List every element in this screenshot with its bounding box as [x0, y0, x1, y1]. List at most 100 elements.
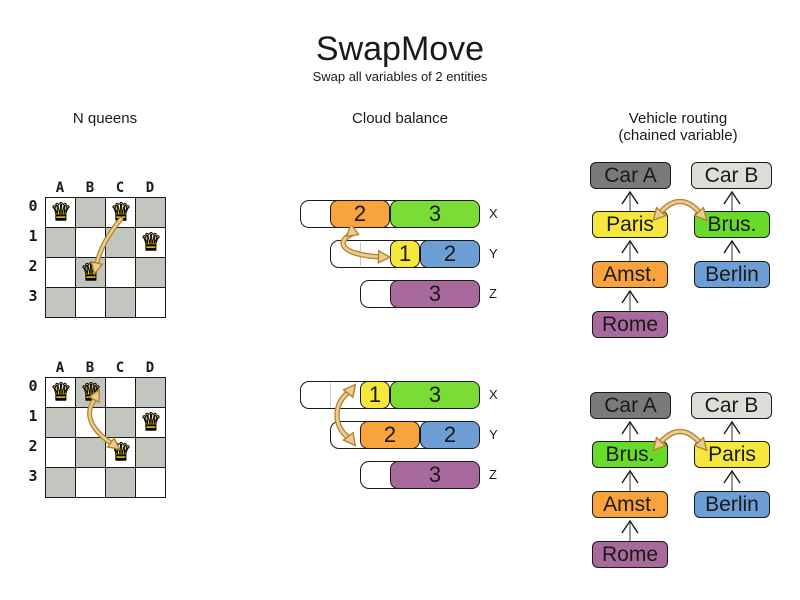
column-label: D — [145, 360, 155, 376]
process-block: 2 — [330, 200, 390, 228]
vehicle-box: Car A — [590, 162, 671, 189]
visit-box: Paris — [592, 211, 668, 238]
board-cell — [106, 288, 135, 317]
column-label: B — [85, 180, 95, 196]
board-cell — [136, 438, 165, 467]
board-cell — [106, 258, 135, 287]
board-cell — [136, 258, 165, 287]
swap-arrow-icon — [334, 383, 357, 447]
board-cell — [136, 228, 165, 257]
chain-arrow-icon — [723, 239, 741, 261]
row-label: 0 — [28, 377, 38, 395]
computer-label: Z — [489, 286, 497, 301]
column-label: B — [85, 360, 95, 376]
board-cell — [46, 408, 75, 437]
visit-box: Amst. — [592, 491, 668, 518]
visit-box: Brus. — [592, 441, 668, 468]
row-label: 0 — [28, 197, 38, 215]
row-label: 3 — [28, 287, 38, 305]
queen-icon: ♛ — [140, 229, 163, 257]
page-subtitle: Swap all variables of 2 entities — [312, 69, 488, 84]
visit-box: Paris — [694, 441, 770, 468]
process-block: 2 — [420, 421, 480, 449]
queen-icon: ♛ — [50, 199, 73, 227]
board-cell — [46, 468, 75, 497]
visit-box: Brus. — [694, 211, 770, 238]
board-cell — [76, 468, 105, 497]
board-cell — [46, 378, 75, 407]
visit-box: Berlin — [694, 261, 770, 288]
board-cell — [76, 258, 105, 287]
computer-label: Y — [489, 246, 498, 261]
chain-arrow-icon — [621, 289, 639, 311]
column-label: C — [115, 180, 125, 196]
chain-arrow-icon — [723, 190, 741, 211]
process-block: 1 — [390, 240, 420, 268]
board-cell — [46, 288, 75, 317]
board-cell — [136, 378, 165, 407]
row-label: 1 — [28, 227, 38, 245]
vehicle-box: Car A — [590, 392, 671, 419]
board-cell — [106, 468, 135, 497]
process-block: 3 — [390, 280, 480, 308]
board-cell — [136, 468, 165, 497]
board-cell — [106, 408, 135, 437]
column-label: A — [55, 180, 65, 196]
swap-arrow-icon — [652, 428, 708, 452]
chain-arrow-icon — [723, 469, 741, 491]
process-block: 3 — [390, 381, 480, 409]
vehicle-header: Vehicle routing (chained variable) — [578, 110, 778, 144]
computer-label: X — [489, 206, 498, 221]
row-label: 2 — [28, 437, 38, 455]
chain-arrow-icon — [621, 519, 639, 541]
process-block: 3 — [390, 461, 480, 489]
visit-box: Berlin — [694, 491, 770, 518]
nqueens-board-before — [45, 197, 166, 318]
board-cell — [106, 378, 135, 407]
chain-arrow-icon — [621, 190, 639, 211]
capacity-divider — [330, 383, 331, 407]
nqueens-header: N queens — [72, 110, 138, 127]
swap-arrow-icon — [340, 226, 392, 264]
board-cell — [136, 198, 165, 227]
queen-icon: ♛ — [140, 409, 163, 437]
vehicle-header-line2: (chained variable) — [618, 127, 738, 144]
board-cell — [76, 438, 105, 467]
page-title: SwapMove — [315, 30, 485, 68]
computer-label: Z — [489, 467, 497, 482]
process-block: 2 — [420, 240, 480, 268]
row-label: 1 — [28, 407, 38, 425]
process-block: 1 — [360, 381, 390, 409]
visit-box: Rome — [592, 541, 668, 568]
computer-label: Y — [489, 427, 498, 442]
chain-arrow-icon — [621, 420, 639, 441]
column-label: C — [115, 360, 125, 376]
computer-label: X — [489, 387, 498, 402]
board-cell — [136, 288, 165, 317]
swap-arrow-icon — [90, 216, 124, 276]
visit-box: Amst. — [592, 261, 668, 288]
cloud-header: Cloud balance — [352, 110, 448, 127]
visit-box: Rome — [592, 311, 668, 338]
queen-icon: ♛ — [50, 379, 73, 407]
board-cell — [136, 408, 165, 437]
row-label: 2 — [28, 257, 38, 275]
board-cell — [76, 288, 105, 317]
swap-arrow-icon — [652, 198, 708, 222]
vehicle-header-line1: Vehicle routing — [628, 110, 728, 127]
column-label: A — [55, 360, 65, 376]
board-cell — [76, 198, 105, 227]
board-cell — [46, 228, 75, 257]
board-cell — [46, 198, 75, 227]
row-label: 3 — [28, 467, 38, 485]
vehicle-box: Car B — [691, 162, 772, 189]
queen-icon: ♛ — [110, 199, 133, 227]
board-cell — [46, 438, 75, 467]
process-block: 3 — [390, 200, 480, 228]
board-cell — [46, 258, 75, 287]
chain-arrow-icon — [621, 469, 639, 491]
process-block: 2 — [360, 421, 420, 449]
vehicle-box: Car B — [691, 392, 772, 419]
chain-arrow-icon — [723, 420, 741, 441]
